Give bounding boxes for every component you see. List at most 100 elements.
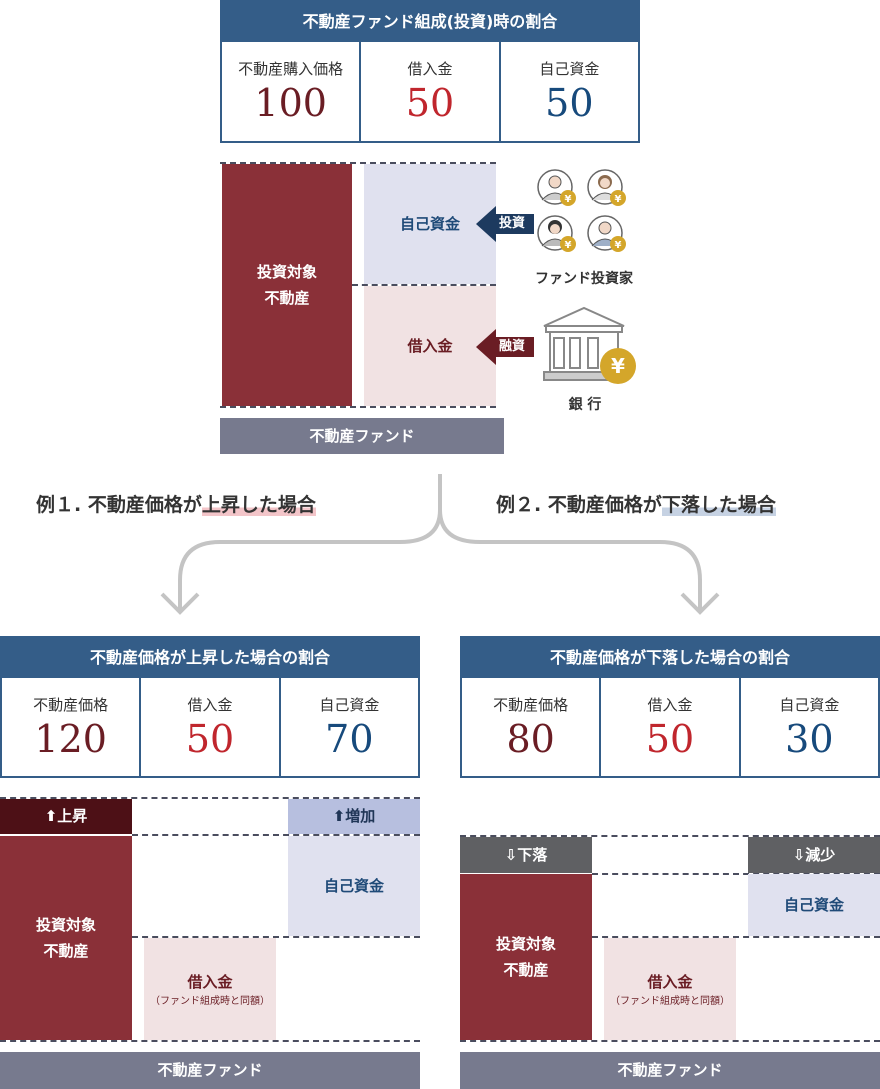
case1-debt-block: 借入金 （ファンド組成時と同額） [144,938,276,1040]
top-fund-bar: 不動産ファンド [220,418,504,454]
bank-building-icon: ¥ [543,306,636,384]
case1-asset-tag-label: 上昇 [57,807,88,825]
case1-cell-equity-value: 70 [325,717,374,761]
case1-title-highlight: 上昇 [201,494,240,516]
top-cell-equity-label: 自己資金 [539,60,600,78]
case2-dash-bottom [460,1040,880,1042]
top-equity-block: 自己資金 [364,164,496,284]
case2-cell-price-label: 不動産価格 [493,696,569,714]
case2-cell-price: 不動産価格 80 [462,678,602,776]
svg-text:¥: ¥ [615,194,622,205]
case2-asset-label: 投資対象 不動産 [495,935,556,979]
top-cell-debt-value: 50 [405,81,455,125]
case1-cell-debt-label: 借入金 [187,696,233,714]
case2-cell-debt: 借入金 50 [601,678,741,776]
case1-debt-label: 借入金 [187,973,233,991]
top-cell-equity: 自己資金 50 [501,42,638,141]
invest-arrow-label: 投資 [498,216,525,231]
case1-cell-price: 不動産価格 120 [2,678,142,776]
case2-table-title: 不動産価格が下落した場合の割合 [462,638,878,678]
case1-cell-debt-value: 50 [185,717,235,761]
case2-dash-mid [592,936,880,938]
case2-cell-equity-label: 自己資金 [779,696,840,714]
case2-debt-label: 借入金 [647,973,693,991]
bank-label: 銀 行 [568,397,602,413]
case1-title-prefix: 例１. 不動産価格が [36,494,202,516]
case2-cell-debt-value: 50 [645,717,695,761]
case2-cell-equity: 自己資金 30 [741,678,878,776]
case1-asset-label: 投資対象 不動産 [35,916,96,960]
case2-cell-equity-value: 30 [785,717,834,761]
top-cell-equity-value: 50 [545,81,594,125]
case1-dash-bottom [0,1040,420,1042]
top-dash-line-mid [352,284,496,286]
case2-cell-debt-label: 借入金 [647,696,693,714]
case1-fund-bar: 不動産ファンド [0,1052,420,1089]
case1-cell-price-value: 120 [34,717,107,761]
case1-ratio-table: 不動産価格が上昇した場合の割合 不動産価格 120 借入金 50 自己資金 70 [0,636,420,778]
case1-asset-block: 投資対象 不動産 [0,836,132,1040]
top-cell-price-value: 100 [254,81,327,125]
case2-title-prefix: 例２. 不動産価格が [496,494,662,516]
case1-equity-block: 自己資金 [288,836,420,936]
top-ratio-table: 不動産ファンド組成(投資)時の割合 不動産購入価格 100 借入金 50 自己資… [220,0,640,143]
case2-title: 例２. 不動産価格が下落した場合 [496,490,776,517]
arrow-up-icon: ⬆ [44,807,58,825]
case2-debt-note: （ファンド組成時と同額） [610,996,730,1007]
top-asset-block: 投資対象 不動産 [222,164,352,406]
case1-asset-tag: ⬆上昇 [0,799,132,834]
case1-debt-note: （ファンド組成時と同額） [150,996,270,1007]
investor-yen-icon: ¥ [537,215,576,252]
investor-yen-icon: ¥ [587,215,626,252]
case2-ratio-table: 不動産価格が下落した場合の割合 不動産価格 80 借入金 50 自己資金 30 [460,636,880,778]
case1-dash-upper [132,834,420,836]
branch-arrow-icon [160,474,720,615]
case1-cell-debt: 借入金 50 [141,678,281,776]
case1-cell-price-label: 不動産価格 [33,696,109,714]
case2-asset-block: 投資対象 不動産 [460,874,592,1040]
top-debt-block: 借入金 [364,286,496,406]
svg-text:¥: ¥ [565,240,572,251]
arrow-down-outline-icon: ⇩ [504,846,518,864]
case1-title-suffix: した場合 [239,494,316,516]
top-cell-price-label: 不動産購入価格 [238,60,344,78]
case2-title-highlight: 下落 [661,494,700,516]
case1-cell-equity-label: 自己資金 [319,696,380,714]
svg-text:¥: ¥ [611,354,625,378]
case1-equity-tag: ⬆増加 [288,799,420,834]
case2-asset-tag: ⇩下落 [460,837,592,873]
investor-yen-icon: ¥ [587,169,626,206]
loan-arrow-label: 融資 [498,339,525,354]
arrow-up-icon: ⬆ [332,807,346,825]
invest-arrow-icon [476,206,534,242]
loan-arrow-icon [476,329,534,365]
top-cell-debt: 借入金 50 [361,42,501,141]
case1-title: 例１. 不動産価格が上昇した場合 [36,490,316,517]
case2-equity-tag: ⇩減少 [748,837,880,873]
svg-text:¥: ¥ [615,240,622,251]
case2-cell-price-value: 80 [506,717,555,761]
case2-equity-block: 自己資金 [748,874,880,936]
top-cell-debt-label: 借入金 [407,60,453,78]
top-equity-label: 自己資金 [399,215,460,233]
case2-dash-upper [592,873,880,875]
svg-text:¥: ¥ [565,194,572,205]
top-cell-price: 不動産購入価格 100 [222,42,362,141]
case1-table-title: 不動産価格が上昇した場合の割合 [2,638,418,678]
case2-fund-bar: 不動産ファンド [460,1052,880,1089]
investor-yen-icon: ¥ [537,169,576,206]
case1-equity-label: 自己資金 [323,877,384,895]
top-asset-label: 投資対象 不動産 [256,263,317,307]
investors-label: ファンド投資家 [535,271,633,287]
case1-equity-tag-label: 増加 [345,807,376,825]
case1-dash-top [0,797,420,799]
case2-title-suffix: した場合 [699,494,776,516]
case2-asset-tag-label: 下落 [517,846,548,864]
case2-equity-label: 自己資金 [783,896,844,914]
top-debt-label: 借入金 [407,337,453,355]
top-table-title: 不動産ファンド組成(投資)時の割合 [222,2,638,42]
arrow-down-outline-icon: ⇩ [792,846,806,864]
top-dash-line-top [220,162,496,164]
top-dash-line-bottom [220,406,496,408]
case2-dash-top [460,835,880,837]
